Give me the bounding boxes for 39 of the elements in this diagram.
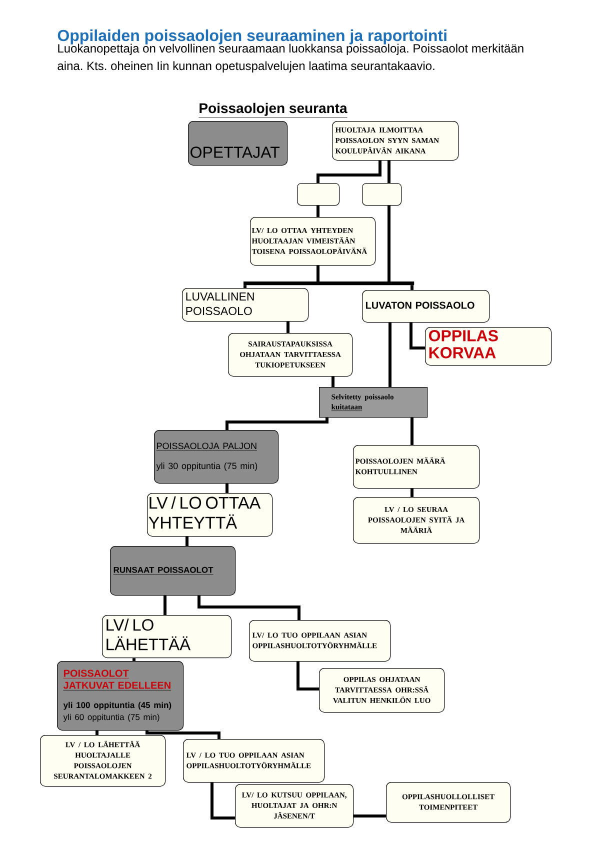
connector-line xyxy=(410,285,414,290)
connector-line xyxy=(226,484,228,493)
process-box: POISSAOLOT JATKUVAT EDELLEEN yli 100 oppituntia (45 min) yli 60 oppituntia (75 min) xyxy=(57,661,184,731)
connector-line xyxy=(146,730,220,739)
bus-bar xyxy=(244,282,414,286)
process-box: OPETTAJAT xyxy=(188,121,288,166)
process-box: RUNSAAT POISSAOLOT xyxy=(110,546,236,596)
connector-line xyxy=(354,814,386,818)
intro-paragraph: Luokanopettaja on velvollinen seuraamaan luokkansa poissaoloja. Poissaolot merkitään aina. Kts. oheinen Iin kunnan opetuspalvelujen laatima seurantakaavio. xyxy=(58,44,524,72)
chart-heading: Poissaolojen seuranta xyxy=(198,102,348,118)
connector-line xyxy=(296,662,319,690)
process-box: OPPILAS KORVAA xyxy=(425,327,552,366)
connector-line xyxy=(186,536,188,546)
empty-box xyxy=(297,183,340,206)
connector-line xyxy=(410,488,414,497)
connector-line xyxy=(316,160,382,183)
connector-line xyxy=(164,596,166,615)
connector-line xyxy=(388,206,390,282)
connector-line xyxy=(226,418,328,430)
connector-line xyxy=(410,322,425,350)
empty-box xyxy=(362,183,402,206)
process-box: LUVALLINEN POISSAOLO xyxy=(182,288,309,322)
connector-line xyxy=(332,376,334,387)
connector-line xyxy=(96,730,98,735)
process-box: LUVATON POISSAOLO xyxy=(362,290,490,323)
connector-line xyxy=(388,322,392,387)
connector-line xyxy=(316,266,320,282)
process-box: POISSAOLOJA PALJON yli 30 oppituntia (75 min) xyxy=(154,430,279,484)
connector-line xyxy=(316,206,320,217)
process-box: LV/ LO LÄHETTÄÄ xyxy=(102,615,232,658)
connector-line xyxy=(410,418,414,445)
connector-line xyxy=(286,322,290,333)
connector-line xyxy=(388,160,390,183)
process-box: LV / LO OTTAA YHTEYTTÄ xyxy=(147,493,273,537)
connector-line xyxy=(132,658,136,661)
connector-line xyxy=(210,782,235,820)
connector-line xyxy=(198,596,300,620)
page-title: Oppilaiden poissaolojen seuraaminen ja raportointi xyxy=(58,29,446,44)
connector-line xyxy=(244,285,246,288)
